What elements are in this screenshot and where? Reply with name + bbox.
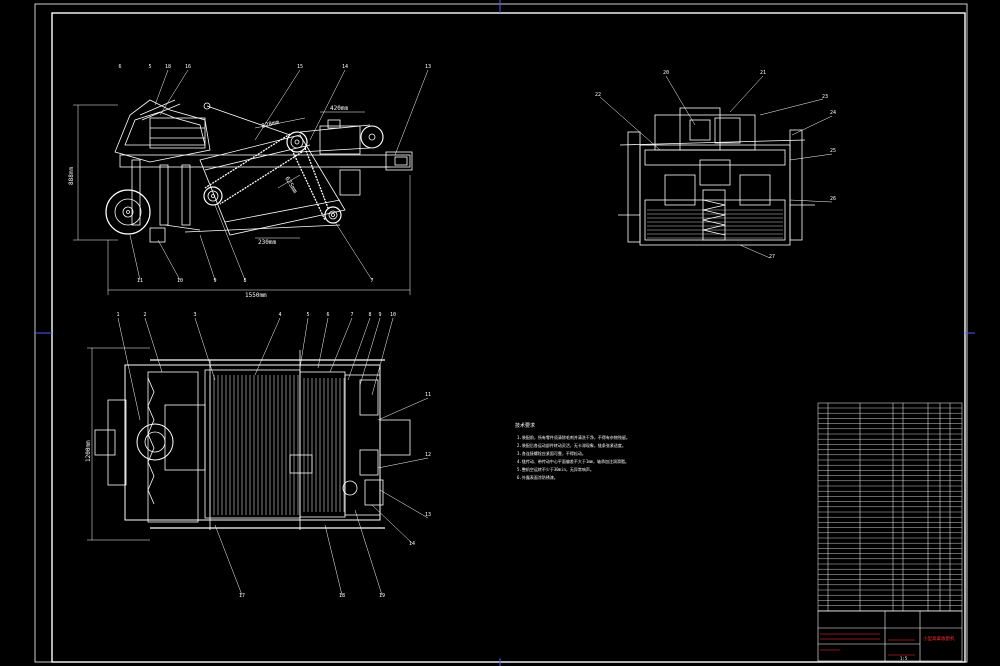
end-view-balloon: 23 — [822, 94, 828, 100]
dim-height: 888mm — [68, 167, 75, 185]
plan-view — [94, 350, 411, 530]
end-view-hatch — [647, 209, 783, 239]
end-view-balloon: 25 — [830, 148, 836, 154]
notes-line-6: 6.外露表面涂防锈漆。 — [517, 474, 558, 480]
plan-top-balloon: 8 — [368, 312, 371, 318]
end-view-balloon: 26 — [830, 196, 836, 202]
plan-top-balloon: 4 — [278, 312, 281, 318]
plan-view-leaders — [117, 317, 429, 596]
plan-view-dimensions — [87, 347, 150, 541]
plan-top-balloon: 1 — [116, 312, 119, 318]
plan-view-slats — [209, 375, 345, 515]
plan-right-balloon: 11 — [425, 392, 431, 398]
parts-list — [817, 402, 963, 612]
dim-plan-width: 1200mm — [85, 440, 92, 462]
plan-top-balloon: 2 — [143, 312, 146, 318]
centering-marks — [35, 0, 975, 666]
end-view-balloon: 22 — [595, 92, 601, 98]
side-view-balloon: 7 — [370, 278, 373, 284]
parts-list-rows — [818, 407, 962, 611]
drawing-scale: 1:5 — [900, 656, 908, 661]
side-view-balloon: 8 — [243, 278, 246, 284]
plan-top-balloon: 10 — [390, 312, 396, 318]
dim-d1: 420mm — [330, 105, 348, 112]
side-view-balloon: 14 — [342, 64, 348, 70]
plan-bottom-balloon: 17 — [239, 593, 245, 599]
dim-length: 1550mm — [245, 292, 267, 299]
side-view — [105, 99, 413, 243]
side-view-balloon: 10 — [177, 278, 183, 284]
notes-line-2: 2.装配后各运动部件转动灵活，无卡滞现象，链条张紧适度。 — [517, 442, 626, 448]
drawing-title: 小型高粱收割机 — [923, 635, 955, 642]
plan-right-balloon: 14 — [409, 541, 415, 547]
side-view-balloon: 9 — [213, 278, 216, 284]
title-block — [817, 610, 963, 662]
plan-top-balloon: 6 — [326, 312, 329, 318]
plan-top-balloon: 3 — [193, 312, 196, 318]
notes-title: 技术要求 — [515, 422, 535, 429]
end-view — [618, 107, 815, 246]
end-view-balloon: 27 — [769, 254, 775, 260]
dim-d4: 230mm — [258, 239, 276, 246]
plan-top-balloon: 7 — [350, 312, 353, 318]
side-view-balloon: 15 — [297, 64, 303, 70]
side-view-balloon: 18 — [165, 64, 171, 70]
side-view-balloon: 16 — [185, 64, 191, 70]
end-view-balloon: 24 — [830, 110, 836, 116]
dim-d2: 828mm — [261, 119, 281, 130]
notes-line-5: 5.整机空运转不少于30min，无异常响声。 — [517, 466, 594, 472]
plan-bottom-balloon: 18 — [339, 593, 345, 599]
end-view-leaders — [599, 75, 833, 259]
side-view-leaders — [129, 69, 429, 281]
notes-line-3: 3.各连接螺栓应紧固可靠，不得松动。 — [517, 450, 586, 456]
technical-notes: 技术要求 1.装配前，所有零件须清除毛刺并清洗干净，不得有杂物残留。 2.装配后… — [515, 422, 630, 480]
end-view-balloon: 20 — [663, 70, 669, 76]
side-view-balloon: 6 — [118, 64, 121, 70]
side-view-balloon: 13 — [425, 64, 431, 70]
side-view-balloon: 11 — [137, 278, 143, 284]
plan-right-balloon: 12 — [425, 452, 431, 458]
plan-top-balloon: 9 — [378, 312, 381, 318]
side-view-dimensions — [73, 104, 411, 295]
plan-right-balloon: 13 — [425, 512, 431, 518]
notes-line-4: 4.链传动、带传动中心平面偏差不大于1mm，轴承加注润滑脂。 — [517, 458, 629, 464]
plan-top-balloon: 5 — [306, 312, 309, 318]
notes-line-1: 1.装配前，所有零件须清除毛刺并清洗干净，不得有杂物残留。 — [517, 434, 630, 440]
plan-bottom-balloon: 19 — [379, 593, 385, 599]
title-block-red-rows — [820, 633, 915, 656]
side-view-balloon: 5 — [148, 64, 151, 70]
end-view-balloon: 21 — [760, 70, 766, 76]
